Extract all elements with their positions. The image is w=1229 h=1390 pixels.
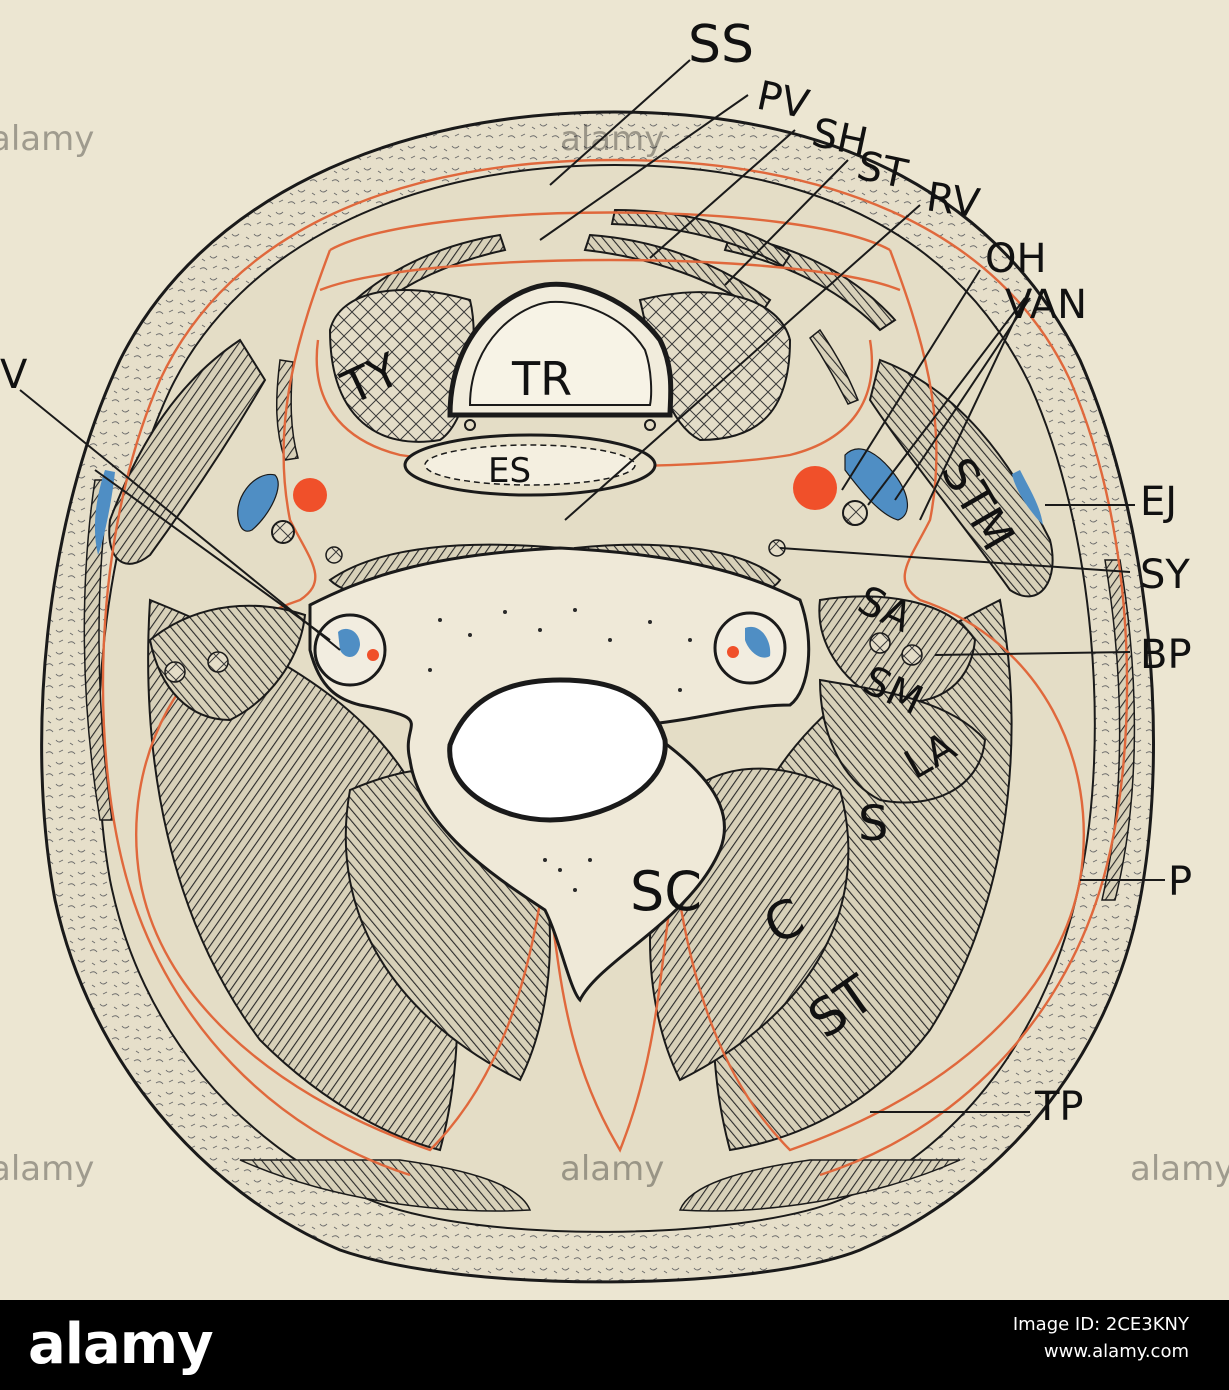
label-v: V <box>0 352 28 398</box>
watermark-text: alamy <box>1130 1149 1229 1189</box>
carotid-sheath-right <box>768 448 908 557</box>
watermark-text: alamy <box>560 1149 664 1189</box>
label-pv: PV <box>753 73 814 129</box>
label-sc: SC <box>630 860 702 923</box>
label-st: ST <box>853 143 912 198</box>
footer-meta: Image ID: 2CE3KNY www.alamy.com <box>1013 1314 1189 1362</box>
alamy-logo: alamy <box>28 1312 214 1377</box>
watermark: alamy alamy alamy alamy alamy <box>0 119 1229 1189</box>
label-ss: SS <box>688 15 754 75</box>
site-url: www.alamy.com <box>1043 1341 1189 1362</box>
leader-lines <box>19 59 1165 1113</box>
label-es: ES <box>488 451 531 491</box>
label-ej: EJ <box>1140 479 1177 525</box>
label-sy: SY <box>1140 552 1190 598</box>
label-van: VAN <box>1005 282 1087 328</box>
label-rv: RV <box>924 174 983 227</box>
label-p: P <box>1168 859 1192 905</box>
label-tr: TR <box>511 352 572 406</box>
label-oh: OH <box>985 236 1047 282</box>
trachea <box>447 281 674 431</box>
anatomical-cross-section-figure: SS PV SH ST RV OH VAN V EJ SY BP P TP TR… <box>0 15 1229 1284</box>
image-id: Image ID: 2CE3KNY <box>1012 1314 1189 1335</box>
structure-labels: SS PV SH ST RV OH VAN V EJ SY BP P TP <box>0 15 1192 1130</box>
posterior-muscles <box>147 598 1013 1212</box>
esophagus <box>403 433 657 497</box>
watermark-text: alamy <box>0 1149 94 1189</box>
label-tp: TP <box>1034 1084 1084 1130</box>
carotid-sheath-left <box>237 473 343 564</box>
external-jugular-veins <box>94 470 1043 555</box>
label-sh: SH <box>808 110 872 167</box>
scalene-muscles <box>148 595 987 804</box>
watermark-text: alamy <box>0 119 94 159</box>
stock-footer-bar: alamy Image ID: 2CE3KNY www.alamy.com <box>0 1300 1229 1390</box>
cervical-vertebra <box>308 546 811 1003</box>
thyroid-gland <box>328 289 792 443</box>
label-s: S <box>858 796 888 852</box>
label-bp: BP <box>1140 632 1192 678</box>
watermark-text: alamy <box>560 119 664 159</box>
